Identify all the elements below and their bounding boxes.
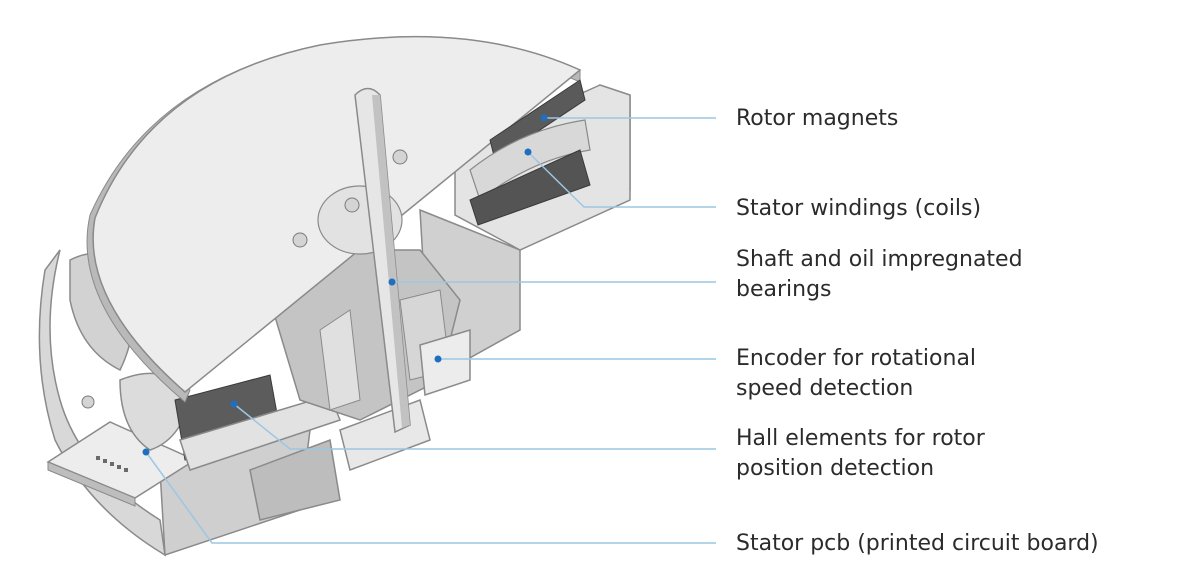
label-shaft-bearings: Shaft and oil impregnated bearings xyxy=(736,245,1023,305)
label-line: bearings xyxy=(736,277,832,302)
leader-dot-rotor-magnets xyxy=(540,114,548,122)
leader-dot-hall-elements xyxy=(230,400,238,408)
label-encoder: Encoder for rotational speed detection xyxy=(736,344,976,404)
leader-lines xyxy=(142,114,716,544)
label-line: Stator windings (coils) xyxy=(736,196,982,221)
leader-dot-stator-pcb xyxy=(142,448,150,456)
label-stator-pcb: Stator pcb (printed circuit board) xyxy=(736,529,1099,559)
label-line: position detection xyxy=(736,456,935,481)
leader-line-stator-windings xyxy=(527,151,716,208)
label-stator-windings: Stator windings (coils) xyxy=(736,194,981,224)
label-line: Rotor magnets xyxy=(736,106,899,131)
label-line: Encoder for rotational xyxy=(736,346,977,371)
leader-line-hall-elements xyxy=(233,403,716,450)
label-line: Hall elements for rotor xyxy=(736,426,985,451)
leader-dot-stator-windings xyxy=(524,148,532,156)
rotor-magnets-part xyxy=(469,79,591,226)
label-rotor-magnets: Rotor magnets xyxy=(736,104,898,134)
shaft-part xyxy=(354,87,411,434)
label-line: Shaft and oil impregnated xyxy=(736,247,1023,272)
label-hall-elements: Hall elements for rotor position detecti… xyxy=(736,424,985,484)
stator-pcb-part xyxy=(46,421,197,507)
label-line: Stator pcb (printed circuit board) xyxy=(736,531,1099,556)
leader-dot-encoder xyxy=(434,355,442,363)
leader-dot-shaft-bearings xyxy=(388,278,396,286)
leader-line-stator-pcb xyxy=(145,451,716,544)
label-line: speed detection xyxy=(736,376,914,401)
